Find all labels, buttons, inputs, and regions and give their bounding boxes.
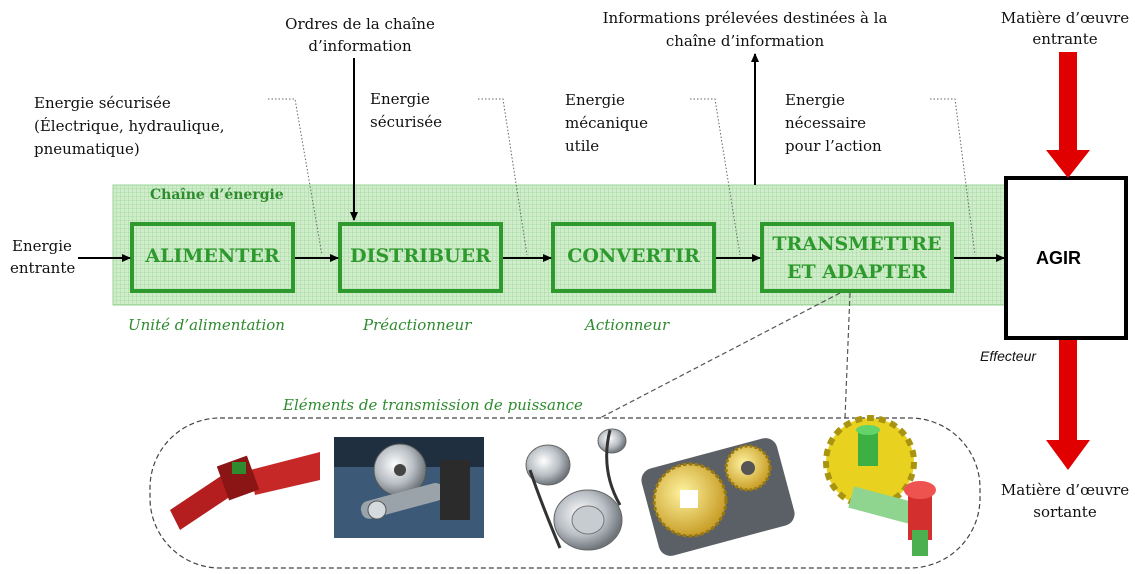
leader-energie-mecanique	[690, 98, 741, 256]
energie-securisee-2-line-2: sécurisée	[370, 113, 443, 131]
cardan-joint-image	[170, 452, 320, 530]
block-convertir-label: CONVERTIR	[567, 245, 700, 267]
chain-title: Chaîne d’énergie	[150, 187, 284, 203]
energy-chain-band	[112, 184, 1009, 306]
leader-energie-securisee-2	[478, 98, 528, 256]
agir-label: AGIR	[1036, 248, 1081, 268]
matiere-sortante-label-2: sortante	[1033, 503, 1097, 521]
energie-securisee-1-line-3: pneumatique)	[34, 140, 140, 158]
gearbox-image	[641, 438, 795, 556]
informations-label-2: chaîne d’information	[665, 32, 825, 50]
energie-action-line-3: pour l’action	[785, 137, 882, 155]
transmission-outline	[149, 417, 981, 569]
energie-securisee-2-line-1: Energie	[370, 90, 430, 108]
effecteur-label: Effecteur	[980, 348, 1037, 364]
belt-pulleys-image	[525, 428, 627, 551]
matiere-sortante-label-1: Matière d’œuvre	[1000, 481, 1130, 499]
energie-entrante-label-2: entrante	[10, 259, 76, 277]
energie-mecanique-line-3: utile	[565, 137, 600, 155]
arrow-matiere-entrante	[1046, 52, 1090, 178]
informations-label-1: Informations prélevées destinées à la	[602, 9, 888, 27]
block-convertir	[551, 222, 716, 293]
block-alimenter	[130, 222, 295, 293]
matiere-entrante-label-2: entrante	[1032, 30, 1098, 48]
block-alimenter-label: ALIMENTER	[145, 245, 280, 267]
block-transmettre-label-1: TRANSMETTRE	[772, 233, 942, 255]
block-distribuer-label: DISTRIBUER	[350, 245, 491, 267]
energie-mecanique-line-2: mécanique	[565, 114, 649, 132]
energie-mecanique-line-1: Energie	[565, 91, 625, 109]
energie-securisee-1-line-2: (Électrique, hydraulique,	[34, 117, 225, 135]
energie-action-line-1: Energie	[785, 91, 845, 109]
energie-action-line-2: nécessaire	[785, 114, 866, 132]
energie-entrante-label-1: Energie	[12, 237, 72, 255]
sublabel-preactionneur: Préactionneur	[363, 316, 472, 334]
block-distribuer	[338, 222, 503, 293]
matiere-entrante-label-1: Matière d’œuvre	[1000, 9, 1130, 27]
gear-rack-image	[823, 415, 936, 556]
block-transmettre-label-2: ET ADAPTER	[787, 261, 927, 283]
sublabel-actionneur: Actionneur	[585, 316, 670, 334]
leader-transmission-left	[599, 292, 841, 419]
energie-securisee-1-line-1: Energie sécurisée	[34, 94, 171, 112]
leader-energie-action	[930, 98, 976, 256]
leader-transmission-right	[844, 292, 851, 419]
crank-mechanism-image	[334, 437, 484, 538]
agir-box	[1004, 176, 1128, 340]
sublabel-alimentation: Unité d’alimentation	[128, 316, 285, 334]
block-transmettre	[760, 222, 954, 293]
ordres-label-2: d’information	[308, 37, 412, 55]
arrow-matiere-sortante	[1046, 340, 1090, 470]
transmission-title: Eléments de transmission de puissance	[283, 396, 583, 414]
ordres-label-1: Ordres de la chaîne	[285, 15, 435, 33]
